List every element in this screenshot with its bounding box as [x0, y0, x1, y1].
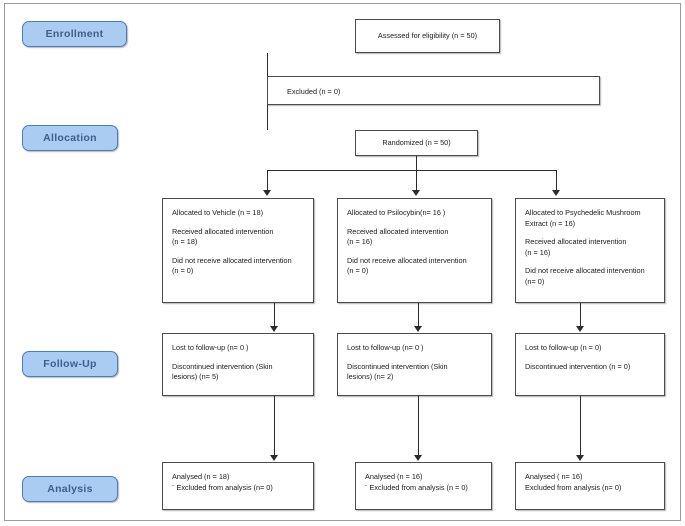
node-followup-extract: Lost to follow-up (n = 0) Discontinued i…	[515, 333, 665, 396]
connector-followup-to-analysis-2	[418, 396, 419, 456]
arrowhead-bus-to-arm-3	[552, 190, 560, 196]
stage-label-analysis-text: Analysis	[47, 483, 93, 495]
allocation-vehicle-allocated: Allocated to Vehicle (n = 18)	[172, 208, 264, 217]
node-analysis-vehicle: Analysed (n = 18) ¨ Excluded from analys…	[162, 462, 314, 510]
allocation-psilocybin-not-received: Did not receive allocated intervention (…	[347, 255, 467, 276]
node-randomized: Randomized (n = 50)	[355, 130, 478, 156]
arrowhead-followup-to-analysis-3	[576, 455, 584, 461]
connector-followup-to-analysis-3	[580, 396, 581, 456]
stage-label-enrollment: Enrollment	[22, 21, 127, 47]
allocation-extract-allocated: Allocated to Psychedelic Mushroom Extrac…	[525, 208, 641, 228]
connector-allocation-to-followup-3	[580, 303, 581, 327]
allocation-psilocybin-allocated: Allocated to Psilocybin(n= 16 )	[347, 208, 446, 217]
allocation-psilocybin-received: Received allocated intervention (n = 16)	[347, 226, 449, 247]
followup-vehicle-discontinued: Discontinued intervention (Skin lesions)…	[172, 361, 273, 382]
node-followup-vehicle: Lost to follow-up (n= 0 ) Discontinued i…	[162, 333, 314, 396]
arrowhead-bus-to-arm-2	[412, 190, 420, 196]
followup-psilocybin-lost: Lost to follow-up (n= 0 )	[347, 343, 424, 352]
allocation-vehicle-not-received: Did not receive allocated intervention (…	[172, 255, 292, 276]
arrowhead-followup-to-analysis-2	[414, 455, 422, 461]
connector-followup-to-analysis-1	[274, 396, 275, 456]
arrowhead-allocation-to-followup-1	[270, 326, 278, 332]
allocation-vehicle-received: Received allocated intervention (n = 18)	[172, 226, 274, 247]
connector-allocation-to-followup-1	[274, 303, 275, 327]
connector-bus-to-arm-1	[267, 170, 268, 191]
page-border	[4, 3, 681, 521]
assessed-for-eligibility-text: Assessed for eligibility (n = 50)	[377, 30, 478, 40]
stage-label-followup-text: Follow-Up	[43, 358, 97, 370]
connector-randomization-bus	[267, 170, 556, 171]
arrowhead-allocation-to-followup-3	[576, 326, 584, 332]
stage-label-analysis: Analysis	[22, 476, 118, 502]
arrowhead-followup-to-analysis-1	[270, 455, 278, 461]
node-excluded: Excluded (n = 0)	[267, 76, 600, 105]
analysis-vehicle-excluded: ¨ Excluded from analysis (n= 0)	[172, 482, 273, 492]
arrowhead-allocation-to-followup-2	[414, 326, 422, 332]
followup-extract-lost: Lost to follow-up (n = 0)	[525, 343, 602, 352]
node-allocation-psilocybin: Allocated to Psilocybin(n= 16 ) Received…	[337, 198, 492, 303]
randomized-text: Randomized (n = 50)	[382, 137, 451, 147]
connector-bus-to-arm-3	[556, 170, 557, 191]
allocation-extract-received: Received allocated intervention (n = 16)	[525, 237, 627, 257]
node-allocation-vehicle: Allocated to Vehicle (n = 18) Received a…	[162, 198, 314, 303]
node-assessed-for-eligibility: Assessed for eligibility (n = 50)	[355, 19, 500, 53]
analysis-extract-excluded: Excluded from analysis (n= 0)	[525, 482, 622, 492]
stage-label-enrollment-text: Enrollment	[45, 28, 104, 40]
excluded-text: Excluded (n = 0)	[287, 87, 341, 96]
followup-psilocybin-discontinued: Discontinued intervention (Skin lesions)…	[347, 361, 448, 382]
node-analysis-extract: Analysed ( n= 16) Excluded from analysis…	[515, 462, 665, 510]
arrowhead-bus-to-arm-1	[263, 190, 271, 196]
connector-allocation-to-followup-2	[418, 303, 419, 327]
followup-vehicle-lost: Lost to follow-up (n= 0 )	[172, 343, 249, 352]
analysis-vehicle-analysed: Analysed (n = 18)	[172, 472, 230, 481]
allocation-extract-not-received: Did not receive allocated intervention (…	[525, 266, 645, 286]
node-allocation-extract: Allocated to Psychedelic Mushroom Extrac…	[515, 198, 665, 303]
connector-randomized-stem	[416, 156, 417, 171]
connector-bus-to-arm-2	[416, 170, 417, 191]
stage-label-followup: Follow-Up	[22, 351, 118, 377]
followup-extract-discontinued: Discontinued intervention (n = 0)	[525, 361, 631, 371]
analysis-psilocybin-analysed: Analysed (n = 16)	[365, 472, 423, 481]
analysis-psilocybin-excluded: ¨ Excluded from analysis (n = 0)	[365, 482, 468, 492]
stage-label-allocation-text: Allocation	[43, 132, 97, 144]
node-analysis-psilocybin: Analysed (n = 16) ¨ Excluded from analys…	[355, 462, 492, 510]
stage-label-allocation: Allocation	[22, 125, 118, 151]
analysis-extract-analysed: Analysed ( n= 16)	[525, 472, 583, 481]
node-followup-psilocybin: Lost to follow-up (n= 0 ) Discontinued i…	[337, 333, 492, 396]
